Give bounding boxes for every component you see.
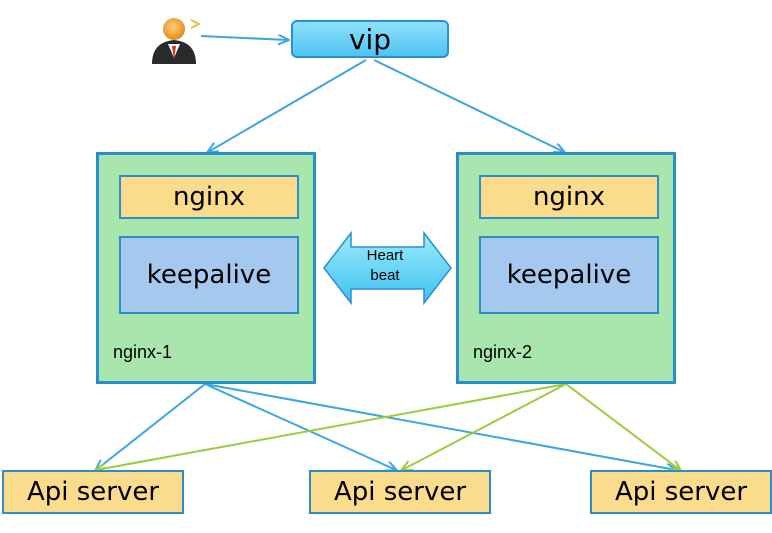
heartbeat-line1: Heart bbox=[366, 247, 404, 264]
vip-to-nginx1-arrow bbox=[208, 59, 367, 152]
vip-label: vip bbox=[348, 22, 392, 56]
vip-node: vip bbox=[291, 20, 449, 58]
nginx2-keepalive-label: keepalive bbox=[506, 260, 632, 290]
nginx2-to-api1-arrow bbox=[96, 383, 567, 470]
nginx1-proxy-label: nginx bbox=[172, 182, 246, 212]
api-server-2: Api server bbox=[309, 470, 491, 514]
api-server-3-label: Api server bbox=[614, 477, 748, 507]
heartbeat-line2: beat bbox=[370, 267, 400, 284]
api-server-1-label: Api server bbox=[26, 477, 160, 507]
vip-to-nginx2-arrow bbox=[373, 59, 564, 152]
api-server-1: Api server bbox=[2, 470, 184, 514]
nginx2-proxy-box: nginx bbox=[479, 175, 659, 219]
nginx1-to-api2-arrow bbox=[204, 383, 396, 470]
nginx1-to-api3-arrow bbox=[204, 383, 676, 470]
nginx1-name-label: nginx-1 bbox=[113, 342, 173, 362]
api-server-2-label: Api server bbox=[333, 477, 467, 507]
api-server-3: Api server bbox=[590, 470, 772, 514]
nginx1-keepalive-label: keepalive bbox=[146, 260, 272, 290]
user-to-vip-arrow bbox=[200, 36, 288, 40]
nginx2-to-api2-arrow bbox=[402, 383, 567, 470]
nginx1-proxy-box: nginx bbox=[119, 175, 299, 219]
nginx1-to-api1-arrow bbox=[96, 383, 206, 470]
nginx2-name-label: nginx-2 bbox=[473, 342, 533, 362]
user-icon bbox=[152, 18, 202, 64]
nginx1-keepalive-box: keepalive bbox=[119, 236, 299, 314]
heartbeat-label: Heart beat bbox=[345, 246, 425, 286]
nginx2-to-api3-arrow bbox=[565, 383, 680, 470]
nginx2-proxy-label: nginx bbox=[532, 182, 606, 212]
nginx2-keepalive-box: keepalive bbox=[479, 236, 659, 314]
heartbeat-double-arrow bbox=[323, 230, 452, 306]
